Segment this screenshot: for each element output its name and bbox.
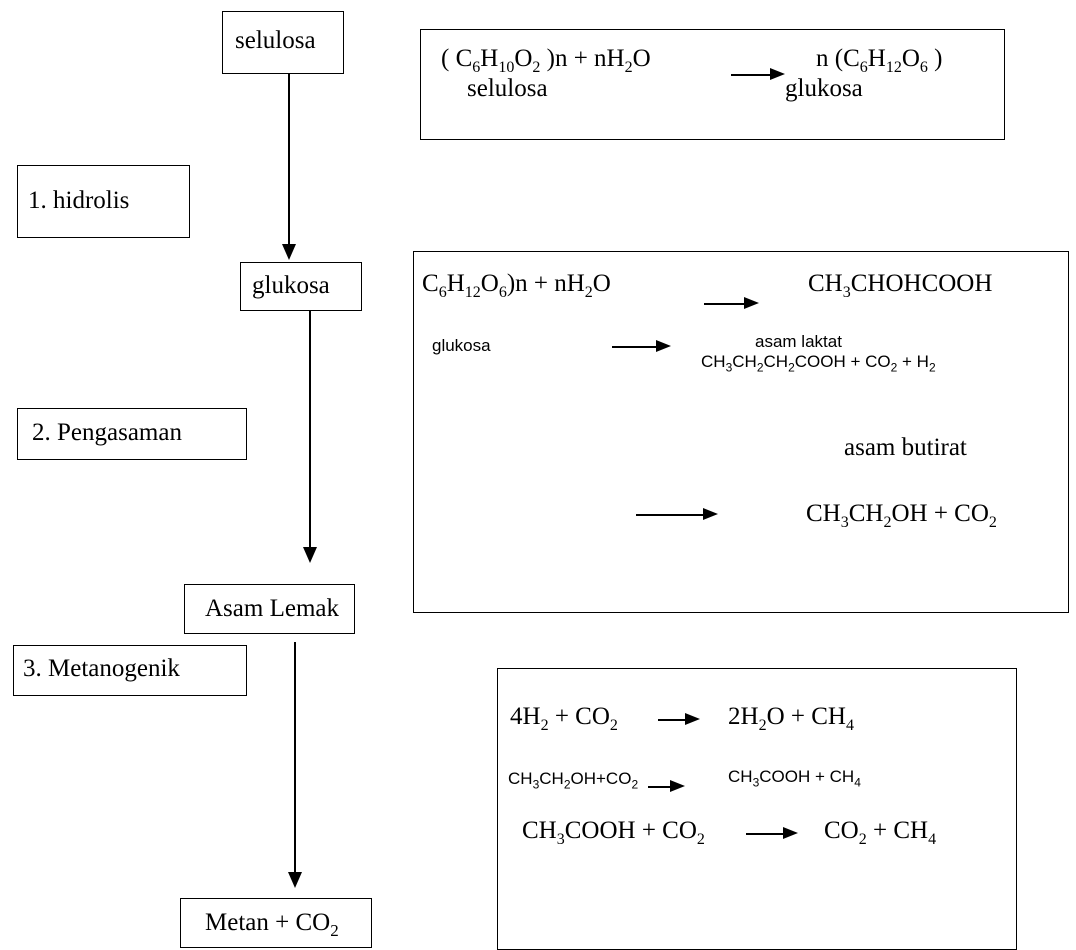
reaction-arrow-1 xyxy=(704,303,747,305)
etanol-formula: CH3CH2OH + CO2 xyxy=(806,500,997,531)
glukosa-hydrolysis-formula: C6H12O6)n + nH2O xyxy=(422,270,611,301)
reaction-arrow-1-head xyxy=(744,297,759,309)
metanogenik-box: 3. Metanogenik xyxy=(13,645,247,696)
glukosa-caption: glukosa xyxy=(785,75,863,102)
arrow-asamlemak-metan-head xyxy=(288,872,302,888)
reaction-arrow-4-head xyxy=(685,713,700,725)
arrow-glukosa-asamlemak-head xyxy=(303,547,317,563)
glukosa-caption: glukosa xyxy=(432,336,491,355)
reaction-arrow-2 xyxy=(612,346,659,348)
asam-lemak-label: Asam Lemak xyxy=(205,595,339,622)
glukosa-label: glukosa xyxy=(252,272,330,299)
reaction-arrow-6 xyxy=(746,833,786,835)
asam-laktat-formula: CH3CHOHCOOH xyxy=(808,270,993,301)
asam-laktat-caption: asam laktat xyxy=(755,332,842,351)
glukosa-formula: n (C6H12O6 ) xyxy=(816,45,943,76)
reaction-arrow-2-head xyxy=(656,340,671,352)
pengasaman-label: 2. Pengasaman xyxy=(32,419,182,446)
reaction-arrow xyxy=(731,74,773,76)
hydrogen-reaction-left: 4H2 + CO2 xyxy=(510,703,618,734)
hidrolisis-equation-box: ( C6H10O2 )n + nH2O n (C6H12O6 ) selulos… xyxy=(420,29,1005,140)
arrow-glukosa-asamlemak-line xyxy=(309,311,311,549)
asam-butirat-caption: asam butirat xyxy=(844,434,967,461)
hidrolis-box: 1. hidrolis xyxy=(17,165,190,238)
reaction-arrow-4 xyxy=(658,719,688,721)
selulosa-formula: ( C6H10O2 )n + nH2O xyxy=(441,45,651,76)
arrow-asamlemak-metan-line xyxy=(294,642,296,875)
reaction-arrow-3 xyxy=(636,514,706,516)
selulosa-label: selulosa xyxy=(235,27,316,54)
metanogenik-equation-box: 4H2 + CO2 2H2O + CH4 CH3CH2OH+CO2 CH3COO… xyxy=(497,668,1017,950)
selulosa-box: selulosa xyxy=(222,11,344,74)
pengasaman-equation-box: C6H12O6)n + nH2O CH3CHOHCOOH glukosa asa… xyxy=(413,251,1069,613)
asetat-reaction-left: CH3COOH + CO2 xyxy=(522,817,705,848)
reaction-arrow-6-head xyxy=(783,827,798,839)
arrow-selulosa-glukosa-head xyxy=(282,244,296,260)
selulosa-caption: selulosa xyxy=(467,75,548,102)
reaction-arrow-3-head xyxy=(703,508,718,520)
hydrogen-reaction-right: 2H2O + CH4 xyxy=(728,703,854,734)
arrow-selulosa-glukosa-line xyxy=(288,74,290,246)
metanogenik-label: 3. Metanogenik xyxy=(23,655,180,682)
reaction-arrow-5 xyxy=(648,786,672,788)
reaction-arrow-5-head xyxy=(670,780,685,792)
etanol-reaction-right: CH3COOH + CH4 xyxy=(728,767,861,790)
etanol-reaction-left: CH3CH2OH+CO2 xyxy=(508,769,639,792)
reaction-arrow-head xyxy=(770,68,785,80)
asam-lemak-box: Asam Lemak xyxy=(184,584,355,634)
glukosa-box: glukosa xyxy=(240,262,362,311)
asam-butirat-formula: CH3CH2CH2COOH + CO2 + H2 xyxy=(701,352,936,375)
asetat-reaction-right: CO2 + CH4 xyxy=(824,817,937,848)
hidrolis-label: 1. hidrolis xyxy=(28,187,130,214)
metan-label: Metan + CO2 xyxy=(205,909,339,940)
pengasaman-box: 2. Pengasaman xyxy=(17,408,247,460)
metan-box: Metan + CO2 xyxy=(180,898,372,948)
